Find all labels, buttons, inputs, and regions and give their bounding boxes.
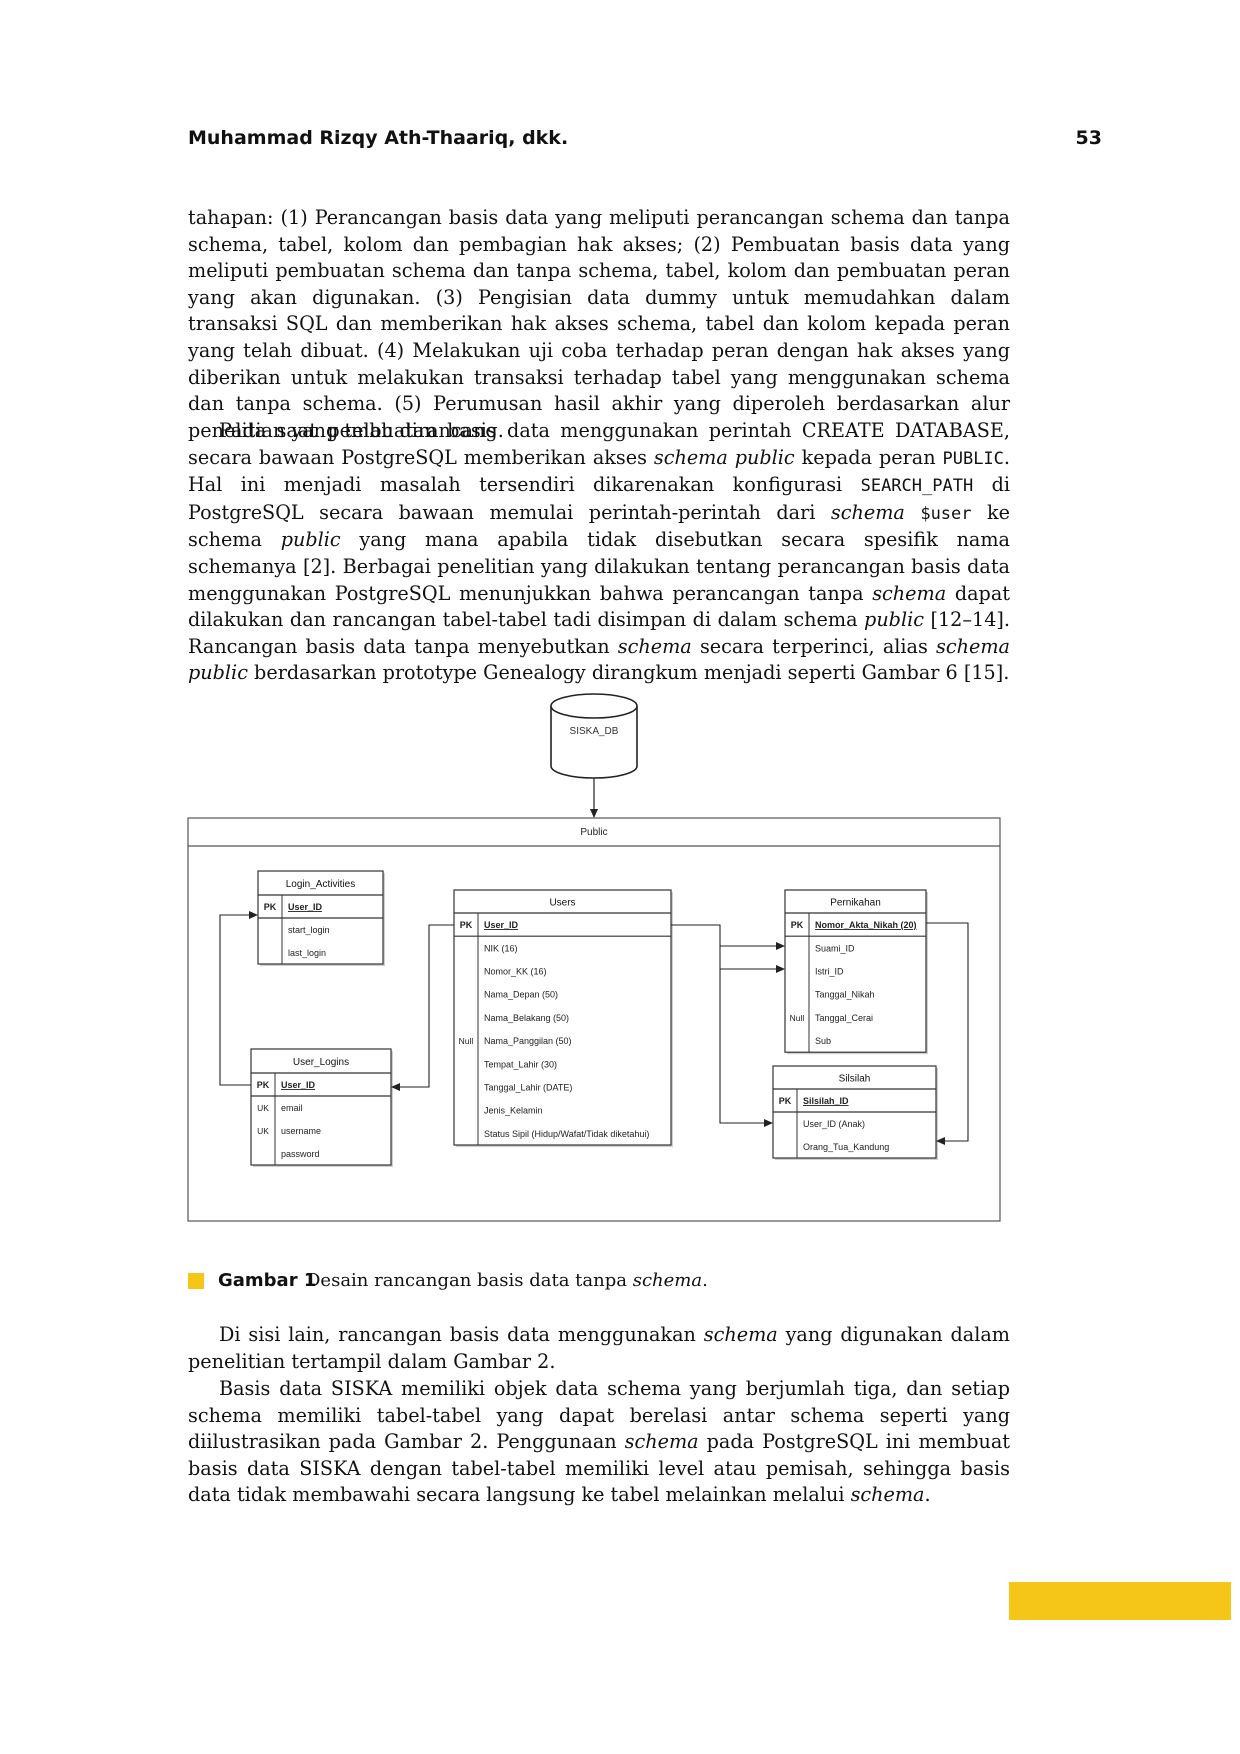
table-column-label: email [281,1103,303,1113]
paragraph-text-segment: tahapan: (1) Perancangan basis data yang… [188,206,1010,442]
table-key-label: Null [459,1036,474,1046]
table-column-label: User_ID [288,902,323,912]
paragraph-text-segment: dapat dilakukan dan rancangan tabel-tabe… [188,581,1010,632]
table-column-label: Tempat_Lahir (30) [484,1059,557,1069]
paragraph-text-segment: berdasarkan prototype Genealogy dirangku… [247,661,1010,685]
paragraph-text-segment: public [864,608,924,632]
table-key-label: UK [257,1126,269,1136]
relationship-lines [219,911,969,1145]
table-column-label: password [281,1149,320,1159]
table-title: User_Logins [293,1057,349,1068]
paragraph-text-segment: yang digunakan dalam penelitian tertampi… [188,1323,1010,1373]
table-column-label: User_ID [484,920,519,930]
table-column-label: User_ID [281,1080,316,1090]
table-key-label: UK [257,1103,269,1113]
paragraph-text-segment: schema [617,634,692,658]
table-column-label: Istri_ID [815,967,844,977]
table-key-label: PK [264,902,277,912]
table-column-label: Nomor_KK (16) [484,967,547,977]
paragraph-text-segment: schema [624,1430,699,1454]
paragraph-text-segment: ke schema [188,500,1010,552]
caption-label: Gambar 1 [218,1270,317,1291]
table-column-label: Suami_ID [815,943,855,953]
running-header: Muhammad Rizqy Ath-Thaariq, dkk. 53 [188,127,1102,157]
table-column-label: User_ID (Anak) [803,1119,865,1129]
paragraph-siska-schemas: Basis data SISKA memiliki objek data sch… [188,1376,1010,1509]
caption-marker [188,1273,204,1289]
table-column-label: Silsilah_ID [803,1096,849,1106]
paragraph-text-segment: di PostgreSQL secara bawaan memulai peri… [188,473,1010,524]
rel-user-logins-to-login-activities [219,911,258,1086]
paragraph-text-segment: schema public [653,445,795,469]
paragraph-text-segment: schema [830,500,905,524]
table-column-label: Tanggal_Cerai [815,1013,873,1023]
paragraph-text-segment: $user [920,503,972,524]
table-key-label: PK [791,920,804,930]
rel-users-to-silsilah [671,924,773,1127]
table-key-label: PK [257,1080,270,1090]
paragraph-schema-design: Di sisi lain, rancangan basis data mengg… [188,1322,1010,1375]
database-cylinder: SISKA_DB [550,693,638,779]
chapter-tab-marker [1009,1582,1231,1620]
paragraph-text-segment: yang mana apabila tidak disebutkan secar… [188,528,1010,605]
table-title: Pernikahan [830,898,881,909]
table-column-label: NIK (16) [484,943,518,953]
table-column-label: Tanggal_Nikah [815,990,875,1000]
paragraph-text-segment: public [280,528,341,552]
table-title: Login_Activities [286,879,355,890]
paragraph-schema-public: Pada saat pembuatan basis data menggunak… [188,418,1010,687]
paragraph-text-segment: kepada peran [794,445,943,469]
table-column-label: Nama_Belakang (50) [484,1013,569,1023]
table-column-label: Tanggal_Lahir (DATE) [484,1083,572,1093]
table-column-label: Sub [815,1036,831,1046]
paragraph-text-segment: Di sisi lain, rancangan basis data mengg… [219,1323,704,1346]
paragraph-text-segment: . [924,1483,931,1507]
page-number: 53 [1075,127,1102,149]
table-key-label: PK [779,1096,792,1106]
database-label: SISKA_DB [570,726,619,737]
caption-text: Desain rancangan basis data tanpa schema… [306,1270,708,1291]
table-column-label: Nama_Panggilan (50) [484,1036,572,1046]
paragraph-text-segment: . Hal ini menjadi masalah tersendiri dik… [188,445,1011,497]
paragraph-method-steps: tahapan: (1) Perancangan basis data yang… [188,205,1010,444]
table-key-label: Null [790,1013,805,1023]
paragraph-text-segment: schema [850,1483,925,1507]
table-column-label: Nomor_Akta_Nikah (20) [815,920,917,930]
paragraph-text-segment: schema public [188,634,1010,685]
table-column-label: Orang_Tua_Kandung [803,1142,889,1152]
paragraph-text-segment: Pada saat pembuatan basis data menggunak… [188,419,1010,469]
paragraph-text-segment: [12–14]. Rancangan basis data tanpa meny… [188,608,1010,658]
table-title: Users [549,898,575,909]
paragraph-text-segment: pada PostgreSQL ini membuat basis data S… [188,1430,1010,1507]
paragraph-text-segment: SEARCH_PATH [860,476,974,497]
table-title: Silsilah [839,1074,871,1085]
paragraph-text-segment: schema [703,1323,778,1346]
running-header-author: Muhammad Rizqy Ath-Thaariq, dkk. [188,127,569,149]
table-column-label: start_login [288,925,330,935]
paragraph-text-segment: Basis data SISKA memiliki objek data sch… [188,1377,1010,1454]
schema-label: Public [580,827,607,838]
table-key-label: PK [460,920,473,930]
rel-users-to-user-logins [391,924,454,1091]
table-column-label: last_login [288,948,326,958]
table-column-label: Nama_Depan (50) [484,990,558,1000]
paragraph-text-segment: secara terperinci, alias [691,634,937,658]
paragraph-text-segment: PUBLIC [942,448,1004,469]
table-column-label: Jenis_Kelamin [484,1106,543,1116]
table-column-label: Status Sipil (Hidup/Wafat/Tidak diketahu… [484,1129,649,1139]
paragraph-text-segment: schema [872,581,947,605]
table-column-label: username [281,1126,321,1136]
rel-pernikahan-to-silsilah [926,922,969,1145]
